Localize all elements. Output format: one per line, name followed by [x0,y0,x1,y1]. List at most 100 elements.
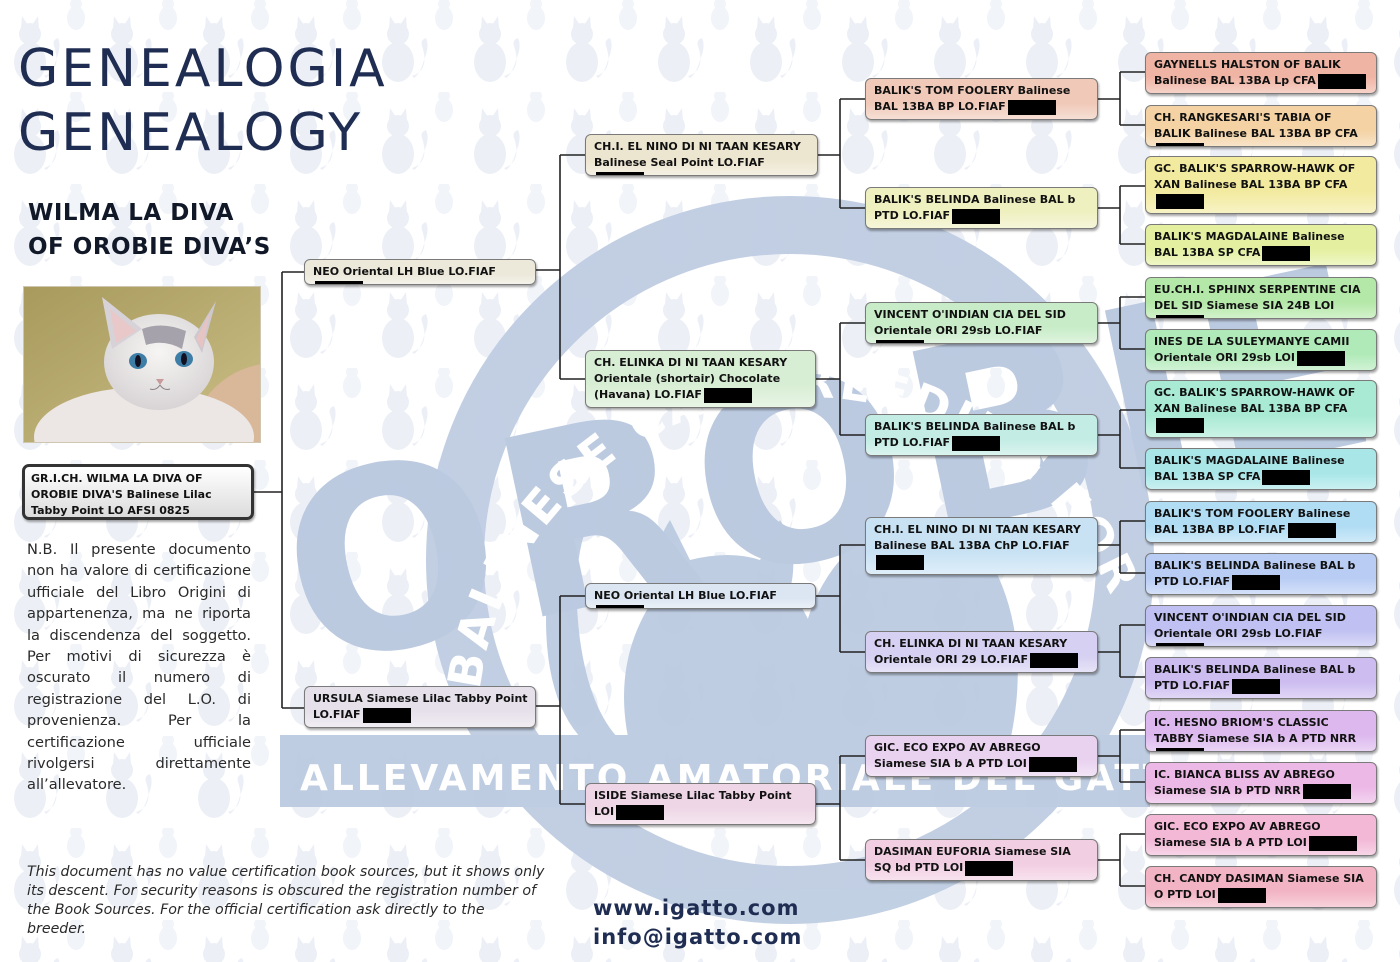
redacted-registration-number [1028,756,1077,772]
redacted-registration-number [1262,469,1311,485]
pedigree-box-gen3-4: BALIK'S BELINDA Balinese BAL b PTD LO.FI… [865,414,1098,456]
pedigree-box-text: BALIK'S MAGDALAINE Balinese BAL 13BA SP … [1154,454,1345,483]
redacted-registration-number [1156,193,1204,209]
pedigree-box-text: BALIK'S BELINDA Balinese BAL b PTD LO.FI… [874,420,1076,449]
pedigree-box-text: GC. BALIK'S SPARROW-HAWK OF XAN Balinese… [1154,162,1356,191]
redacted-registration-number [1030,652,1078,668]
redacted-registration-number [703,387,752,403]
pedigree-box-gen4-15: GIC. ECO EXPO AV ABREGO Siamese SIA b A … [1145,814,1377,856]
pedigree-box-gen4-1: GAYNELLS HALSTON OF BALIK Balinese BAL 1… [1145,52,1377,94]
pedigree-box-text: BALIK'S TOM FOOLERY Balinese BAL 13BA BP… [874,84,1071,113]
pedigree-box-text: DASIMAN EUFORIA Siamese SIA SQ bd PTD LO… [874,845,1071,874]
pedigree-box-gen2-3: NEO Oriental LH Blue LO.FIAF [585,583,816,609]
redacted-registration-number [952,435,1001,451]
pedigree-box-gen3-5: CH.I. EL NINO DI NI TAAN KESARY Balinese… [865,517,1098,575]
subject-text: GR.I.CH. WILMA LA DIVA OF OROBIE DIVA'S … [31,472,212,517]
pedigree-box-text: CH. ELINKA DI NI TAAN KESARY Orientale (… [594,356,788,401]
redacted-registration-number [616,804,665,820]
redacted-registration-number [1232,678,1281,694]
cat-name-line-1: WILMA LA DIVA [28,200,234,226]
redacted-registration-number [876,554,924,570]
redacted-registration-number [1262,245,1311,261]
pedigree-box-text: GAYNELLS HALSTON OF BALIK Balinese BAL 1… [1154,58,1341,87]
redacted-registration-number [362,707,411,723]
redacted-registration-number [1156,747,1204,751]
pedigree-box-gen3-8: DASIMAN EUFORIA Siamese SIA SQ bd PTD LO… [865,839,1098,881]
pedigree-box-text: IC. HESNO BRIOM'S CLASSIC TABBY Siamese … [1154,716,1357,745]
pedigree-box-text: CH. ELINKA DI NI TAAN KESARY Orientale O… [874,637,1068,666]
redacted-registration-number [1156,417,1204,433]
pedigree-box-gen4-6: INES DE LA SULEYMANYE CAMII Orientale OR… [1145,329,1377,371]
pedigree-box-gen4-9: BALIK'S TOM FOOLERY Balinese BAL 13BA BP… [1145,501,1377,543]
pedigree-box-gen1-2: URSULA Siamese Lilac Tabby Point LO.FIAF [304,686,536,728]
english-disclaimer-note: This document has no value certification… [27,864,545,937]
cat-name-line-2: OF OROBIE DIVA’S [28,234,271,260]
redacted-registration-number [965,860,1014,876]
redacted-registration-number [1287,522,1336,538]
redacted-registration-number [1308,835,1357,851]
redacted-registration-number [596,604,644,608]
page-title-italian: GENEALOGIA [18,39,388,99]
redacted-registration-number [952,208,1001,224]
pedigree-box-text: CH.I. EL NINO DI NI TAAN KESARY Balinese… [594,140,801,169]
pedigree-box-gen4-16: CH. CANDY DASIMAN Siamese SIA O PTD LOI [1145,866,1377,908]
pedigree-box-gen4-10: BALIK'S BELINDA Balinese BAL b PTD LO.FI… [1145,553,1377,595]
pedigree-box-text: BALIK'S MAGDALAINE Balinese BAL 13BA SP … [1154,230,1345,259]
pedigree-box-text: BALIK'S BELINDA Balinese BAL b PTD LO.FI… [874,193,1076,222]
email-link[interactable]: info@igatto.com [593,925,803,949]
pedigree-box-text: CH. RANGKESARI'S TABIA OF BALIK Balinese… [1154,111,1358,140]
pedigree-box-text: INES DE LA SULEYMANYE CAMII Orientale OR… [1154,335,1350,364]
pedigree-box-text: BALIK'S TOM FOOLERY Balinese BAL 13BA BP… [1154,507,1351,536]
pedigree-box-gen3-6: CH. ELINKA DI NI TAAN KESARY Orientale O… [865,631,1098,673]
pedigree-box-text: GC. BALIK'S SPARROW-HAWK OF XAN Balinese… [1154,386,1356,415]
redacted-registration-number [1156,642,1204,646]
pedigree-box-text: CH.I. EL NINO DI NI TAAN KESARY Balinese… [874,523,1081,552]
redacted-registration-number [1007,99,1056,115]
pedigree-box-text: IC. BIANCA BLISS AV ABREGO Siamese SIA b… [1154,768,1335,797]
pedigree-box-text: URSULA Siamese Lilac Tabby Point LO.FIAF [313,692,528,721]
redacted-registration-number [1156,142,1204,146]
pedigree-box-gen4-4: BALIK'S MAGDALAINE Balinese BAL 13BA SP … [1145,224,1377,266]
pedigree-box-gen4-2: CH. RANGKESARI'S TABIA OF BALIK Balinese… [1145,105,1377,147]
pedigree-box-text: BALIK'S BELINDA Balinese BAL b PTD LO.FI… [1154,663,1356,692]
pedigree-box-gen4-12: BALIK'S BELINDA Balinese BAL b PTD LO.FI… [1145,657,1377,699]
redacted-registration-number [1296,350,1345,366]
redacted-registration-number [315,280,363,284]
pedigree-box-text: ISIDE Siamese Lilac Tabby Point LOI [594,789,792,818]
pedigree-box-gen4-14: IC. BIANCA BLISS AV ABREGO Siamese SIA b… [1145,762,1377,804]
pedigree-box-gen3-2: BALIK'S BELINDA Balinese BAL b PTD LO.FI… [865,187,1098,229]
redacted-registration-number [1232,574,1281,590]
subject-cat-box: GR.I.CH. WILMA LA DIVA OF OROBIE DIVA'S … [22,464,254,520]
redacted-registration-number [1302,783,1351,799]
pedigree-box-text: VINCENT O'INDIAN CIA DEL SID Orientale O… [874,308,1066,337]
pedigree-box-gen4-3: GC. BALIK'S SPARROW-HAWK OF XAN Balinese… [1145,156,1377,214]
pedigree-box-text: GIC. ECO EXPO AV ABREGO Siamese SIA b A … [1154,820,1321,849]
pedigree-box-gen3-1: BALIK'S TOM FOOLERY Balinese BAL 13BA BP… [865,78,1098,120]
redacted-registration-number [876,339,924,343]
redacted-registration-number [1217,887,1266,903]
pedigree-box-gen4-11: VINCENT O'INDIAN CIA DEL SID Orientale O… [1145,605,1377,647]
pedigree-box-gen2-2: CH. ELINKA DI NI TAAN KESARY Orientale (… [585,350,816,408]
redacted-registration-number [596,171,644,175]
pedigree-box-text: CH. CANDY DASIMAN Siamese SIA O PTD LOI [1154,872,1364,901]
pedigree-box-gen4-8: BALIK'S MAGDALAINE Balinese BAL 13BA SP … [1145,448,1377,490]
italian-disclaimer-note: N.B. Il presente documento non ha valore… [27,541,251,794]
pedigree-box-gen4-13: IC. HESNO BRIOM'S CLASSIC TABBY Siamese … [1145,710,1377,752]
cat-photo [23,286,261,443]
pedigree-box-text: BALIK'S BELINDA Balinese BAL b PTD LO.FI… [1154,559,1356,588]
page-title-english: GENEALOGY [18,103,363,163]
pedigree-box-text: GIC. ECO EXPO AV ABREGO Siamese SIA b A … [874,741,1041,770]
pedigree-box-text: NEO Oriental LH Blue LO.FIAF [313,265,496,278]
pedigree-box-gen2-4: ISIDE Siamese Lilac Tabby Point LOI [585,783,816,825]
pedigree-box-gen3-3: VINCENT O'INDIAN CIA DEL SID Orientale O… [865,302,1098,344]
website-link[interactable]: www.igatto.com [593,896,800,920]
pedigree-box-text: EU.CH.I. SPHINX SERPENTINE CIA DEL SID S… [1154,283,1361,312]
pedigree-box-gen1-1: NEO Oriental LH Blue LO.FIAF [304,259,536,285]
pedigree-box-gen3-7: GIC. ECO EXPO AV ABREGO Siamese SIA b A … [865,735,1098,777]
pedigree-box-gen4-5: EU.CH.I. SPHINX SERPENTINE CIA DEL SID S… [1145,277,1377,319]
pedigree-box-text: VINCENT O'INDIAN CIA DEL SID Orientale O… [1154,611,1346,640]
pedigree-box-gen2-1: CH.I. EL NINO DI NI TAAN KESARY Balinese… [585,134,818,176]
redacted-registration-number [1156,314,1204,318]
pedigree-box-gen4-7: GC. BALIK'S SPARROW-HAWK OF XAN Balinese… [1145,380,1377,438]
